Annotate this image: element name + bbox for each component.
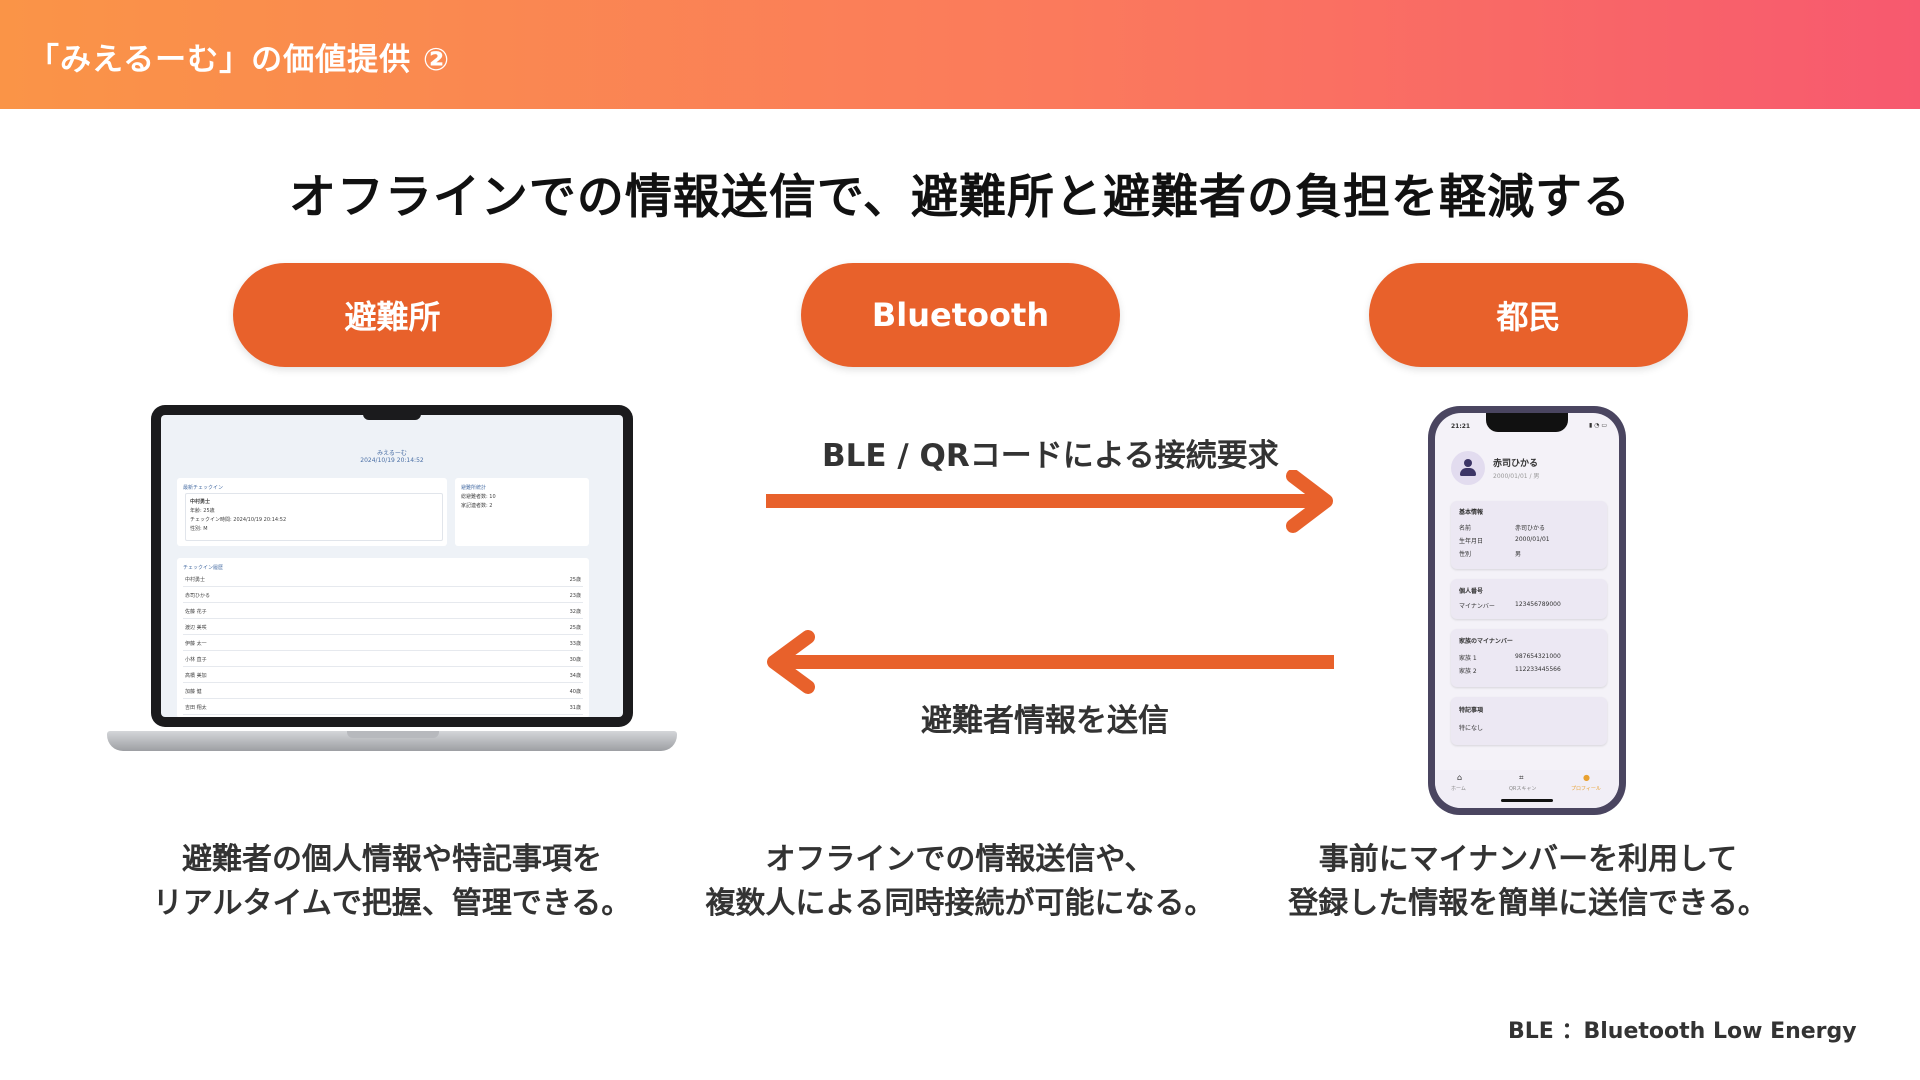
laptop-illustration: みえるーむ 2024/10/19 20:14:52 最新チェックイン 中村勇士 …: [107, 405, 677, 755]
laptop-datetime: 2024/10/19 20:14:52: [360, 457, 424, 464]
profile-icon[interactable]: ●: [1583, 773, 1590, 782]
stats-heading: 避難所統計: [461, 485, 487, 491]
latest-checkin-card: 最新チェックイン 中村勇士 年齢: 25歳 チェックイン時間: 2024/10/…: [177, 478, 447, 546]
desc-shelter-line: リアルタイムで把握、管理できる。: [152, 886, 632, 921]
laptop-hinge: [347, 731, 439, 738]
pill-citizen: 都民: [1369, 263, 1688, 367]
desc-citizen: 事前にマイナンバーを利用して 登録した情報を簡単に送信できる。: [1248, 838, 1808, 926]
phone-tab-bar: ⌂ ホーム ⌗ QRスキャン ● プロフィール: [1435, 770, 1619, 808]
family-value: 987654321000: [1515, 653, 1561, 660]
phone-status-icons: ▮ ◔ ▭: [1588, 422, 1607, 429]
desc-citizen-line: 登録した情報を簡単に送信できる。: [1288, 886, 1768, 921]
basic-info-card: 基本情報 名前 赤司ひかる 生年月日 2000/01/01 性別 男: [1451, 501, 1607, 569]
laptop-base: [107, 731, 677, 751]
basic-key: 性別: [1459, 551, 1472, 558]
tab-qr-scan[interactable]: QRスキャン: [1509, 786, 1537, 792]
family-key: 家族 2: [1459, 668, 1477, 675]
basic-key: 生年月日: [1459, 538, 1484, 545]
notes-heading: 特記事項: [1459, 707, 1484, 714]
main-title: オフラインでの情報送信で、避難所と避難者の負担を軽減する: [288, 170, 1632, 225]
latest-checkin-box: 中村勇士 年齢: 25歳 チェックイン時間: 2024/10/19 20:14:…: [185, 493, 443, 541]
phone-screen: 21:21 ▮ ◔ ▭ 赤司ひかる 2000/01/01 / 男 基本情報 名前…: [1435, 413, 1619, 808]
arrow-label-send: 避難者情報を送信: [921, 703, 1169, 739]
family-key: 家族 1: [1459, 655, 1477, 662]
desc-shelter-line: 避難者の個人情報や特記事項を: [182, 842, 602, 877]
pill-bluetooth: Bluetooth: [801, 263, 1120, 367]
history-heading: チェックイン履歴: [183, 565, 224, 571]
latest-checkin-age: 年齢: 25歳: [190, 508, 215, 514]
desc-bluetooth: オフラインでの情報送信や、 複数人による同時接続が可能になる。: [680, 838, 1240, 926]
basic-value: 男: [1515, 551, 1522, 558]
header-title: 「みえるーむ」の価値提供 ②: [28, 42, 451, 78]
laptop-notch: [363, 405, 421, 420]
personal-number-card: 個人番号 マイナンバー 123456789000: [1451, 579, 1607, 619]
basic-value: 2000/01/01: [1515, 536, 1550, 543]
phone-home-indicator: [1501, 799, 1553, 802]
notes-text: 特になし: [1459, 725, 1484, 732]
laptop-screen-frame: みえるーむ 2024/10/19 20:14:52 最新チェックイン 中村勇士 …: [151, 405, 633, 727]
tab-profile[interactable]: プロフィール: [1571, 786, 1601, 792]
laptop-app-title: みえるーむ: [377, 450, 407, 457]
personal-number-heading: 個人番号: [1459, 588, 1484, 595]
basic-info-heading: 基本情報: [1459, 509, 1484, 516]
arrow-label-request: BLE / QRコードによる接続要求: [822, 438, 1279, 474]
profile-name: 赤司ひかる: [1493, 459, 1539, 469]
stats-card: 避難所統計 総避難者数: 10 家記連者数: 2: [455, 478, 589, 546]
stats-family: 家記連者数: 2: [461, 503, 493, 509]
notes-card: 特記事項 特になし: [1451, 697, 1607, 745]
latest-checkin-time: チェックイン時間: 2024/10/19 20:14:52: [190, 517, 287, 523]
latest-checkin-name: 中村勇士: [190, 499, 211, 505]
pill-shelter: 避難所: [233, 263, 552, 367]
phone-status-time: 21:21: [1451, 423, 1471, 430]
desc-bluetooth-line: 複数人による同時接続が可能になる。: [705, 886, 1215, 921]
family-number-heading: 家族のマイナンバー: [1459, 638, 1513, 645]
basic-value: 赤司ひかる: [1515, 525, 1546, 532]
desc-citizen-line: 事前にマイナンバーを利用して: [1318, 842, 1738, 877]
profile-sub: 2000/01/01 / 男: [1493, 473, 1540, 480]
footnote-ble: BLE ：Bluetooth Low Energy: [1508, 1019, 1857, 1044]
personal-number-value: 123456789000: [1515, 601, 1561, 608]
desc-bluetooth-line: オフラインでの情報送信や、: [765, 842, 1155, 877]
family-number-card: 家族のマイナンバー 家族 1 987654321000 家族 2 1122334…: [1451, 629, 1607, 687]
qr-scan-icon[interactable]: ⌗: [1519, 773, 1524, 782]
latest-checkin-heading: 最新チェックイン: [183, 485, 224, 491]
header-bar: 「みえるーむ」の価値提供 ②: [0, 0, 1920, 109]
desc-shelter: 避難者の個人情報や特記事項を リアルタイムで把握、管理できる。: [112, 838, 672, 926]
latest-checkin-gender: 性別: M: [190, 526, 208, 532]
stats-total: 総避難者数: 10: [461, 494, 496, 500]
home-icon[interactable]: ⌂: [1457, 773, 1463, 782]
basic-key: 名前: [1459, 525, 1472, 532]
phone-dynamic-island: [1486, 413, 1568, 432]
avatar: [1451, 451, 1485, 485]
arrow-left-icon: [767, 630, 1334, 694]
tab-home[interactable]: ホーム: [1451, 786, 1466, 792]
laptop-display: みえるーむ 2024/10/19 20:14:52 最新チェックイン 中村勇士 …: [161, 415, 623, 717]
phone-illustration: 21:21 ▮ ◔ ▭ 赤司ひかる 2000/01/01 / 男 基本情報 名前…: [1428, 406, 1626, 815]
personal-number-key: マイナンバー: [1459, 603, 1495, 610]
arrow-right-icon: [766, 470, 1333, 533]
family-value: 112233445566: [1515, 666, 1561, 673]
